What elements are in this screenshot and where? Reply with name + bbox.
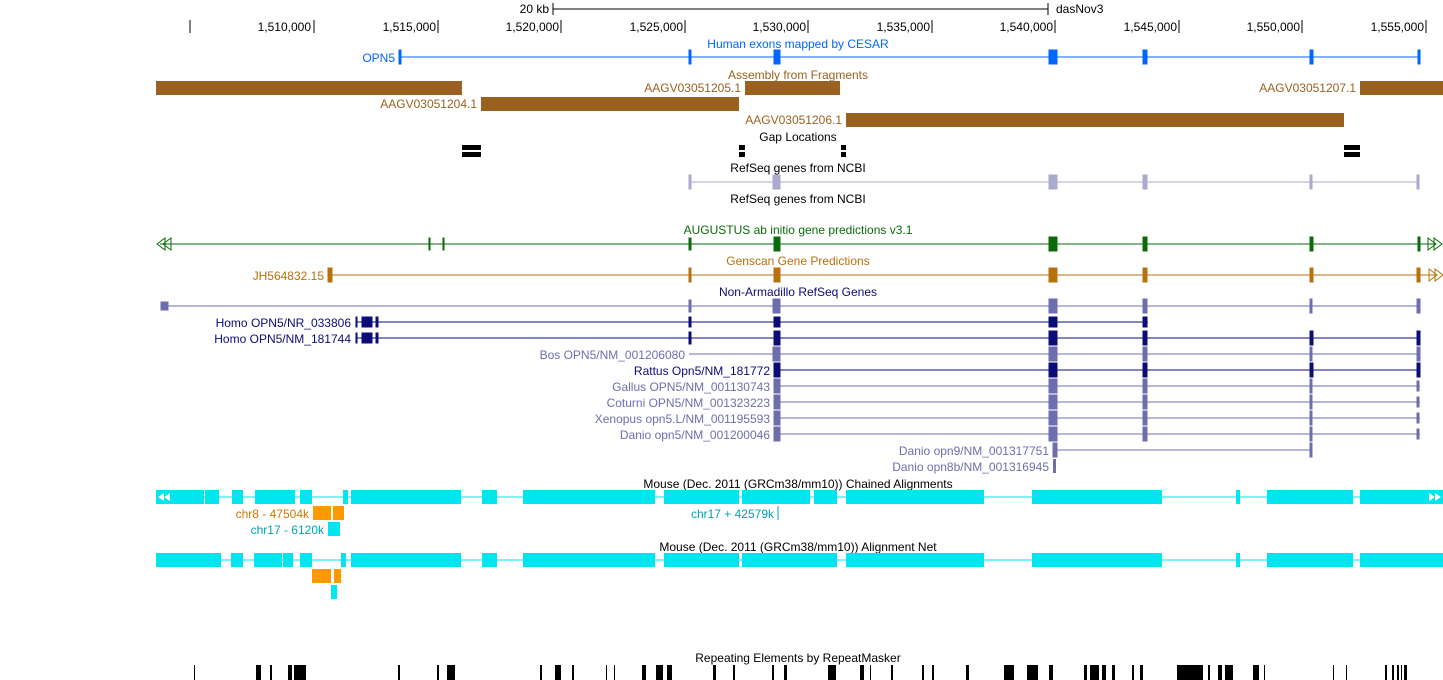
track-gaps[interactable]: Gap Locations	[462, 130, 1360, 157]
track-title: AUGUSTUS ab initio gene predictions v3.1	[684, 223, 913, 237]
fragment-block[interactable]	[481, 97, 739, 111]
track-genscan[interactable]: Genscan Gene Predictions JH564832.15	[253, 254, 1443, 283]
ruler-ticks: 1,510,000 1,515,000 1,520,000 1,525,000 …	[258, 20, 1425, 34]
xeno-gene-label[interactable]: Bos OPN5/NM_001206080	[540, 348, 686, 362]
track-augustus[interactable]: AUGUSTUS ab initio gene predictions v3.1	[156, 223, 1443, 252]
xeno-gene-label[interactable]: Danio opn8b/NM_001316945	[892, 460, 1049, 474]
fragment-label[interactable]: AAGV03051206.1	[745, 113, 842, 127]
gene-opn5-cesar[interactable]	[398, 49, 1421, 65]
fragment-label[interactable]: AAGV03051204.1	[380, 97, 477, 111]
xeno-gene-label[interactable]: Danio opn5/NM_001200046	[620, 428, 770, 442]
xeno-gene-label[interactable]: Homo OPN5/NR_033806	[216, 316, 352, 330]
chain-label[interactable]: chr17 + 42579k	[691, 507, 775, 521]
xeno-gene-label[interactable]: Rattus Opn5/NM_181772	[634, 364, 770, 378]
track-repeatmasker[interactable]: Repeating Elements by RepeatMasker	[194, 651, 1407, 680]
fragment-block[interactable]	[745, 81, 840, 95]
xeno-gene[interactable]	[1052, 442, 1313, 458]
scale-label: 20 kb	[520, 2, 550, 16]
track-cesar[interactable]: Human exons mapped by CESAR OPN5	[362, 37, 1421, 65]
tick-label: 1,535,000	[877, 20, 931, 34]
tick-label: 1,515,000	[383, 20, 437, 34]
xeno-gene[interactable]	[773, 394, 1420, 410]
base-position-ruler[interactable]: 20 kb dasNov3 1,510,000 1,515,000 1,520,…	[189, 2, 1427, 34]
fragment-block[interactable]	[156, 81, 462, 95]
fragment-label[interactable]: AAGV03051205.1	[644, 81, 741, 95]
tick-label: 1,545,000	[1124, 20, 1178, 34]
track-mouse-net[interactable]: Mouse (Dec. 2011 (GRCm38/mm10)) Alignmen…	[156, 540, 1443, 599]
fragment-block[interactable]	[846, 113, 1344, 127]
xeno-gene[interactable]	[773, 378, 1420, 394]
xeno-gene[interactable]	[1053, 459, 1056, 473]
xeno-gene[interactable]	[773, 426, 1420, 442]
track-xeno-refseq[interactable]: Non-Armadillo RefSeq Genes Homo OPN5/NR_…	[160, 285, 1421, 474]
tick-label: 1,530,000	[753, 20, 807, 34]
track-title: Mouse (Dec. 2011 (GRCm38/mm10)) Chained …	[643, 477, 952, 491]
track-refseq-ncbi[interactable]: RefSeq genes from NCBI RefSeq genes from…	[688, 161, 1420, 206]
xeno-gene-label[interactable]: Homo OPN5/NM_181744	[214, 332, 351, 346]
gene-label[interactable]: JH564832.15	[253, 269, 325, 283]
chain-label[interactable]: chr8 - 47504k	[236, 507, 310, 521]
track-mouse-chain[interactable]: Mouse (Dec. 2011 (GRCm38/mm10)) Chained …	[156, 477, 1443, 537]
fragment-label[interactable]: AAGV03051207.1	[1259, 81, 1356, 95]
chain-label[interactable]: chr17 - 6120k	[251, 523, 325, 537]
assembly-label: dasNov3	[1056, 2, 1104, 16]
tick-label: 1,550,000	[1247, 20, 1301, 34]
xeno-gene[interactable]	[773, 410, 1420, 426]
xeno-gene[interactable]	[773, 362, 1421, 378]
tick-label: 1,540,000	[1000, 20, 1054, 34]
xeno-gene[interactable]	[355, 330, 1421, 346]
xeno-gene-label[interactable]: Xenopus opn5.L/NM_001195593	[595, 412, 771, 426]
xeno-gene[interactable]	[689, 346, 1421, 362]
tick-label: 1,525,000	[630, 20, 684, 34]
fragment-block[interactable]	[1360, 81, 1443, 95]
track-title: RefSeq genes from NCBI	[730, 161, 865, 175]
track-title: RefSeq genes from NCBI	[730, 192, 865, 206]
track-title: Assembly from Fragments	[728, 68, 868, 82]
track-title: Repeating Elements by RepeatMasker	[695, 651, 900, 665]
xeno-gene[interactable]	[355, 316, 1148, 328]
track-title: Non-Armadillo RefSeq Genes	[719, 285, 877, 299]
tick-label: 1,510,000	[258, 20, 312, 34]
xeno-gene-label[interactable]: Danio opn9/NM_001317751	[899, 444, 1049, 458]
track-title: Mouse (Dec. 2011 (GRCm38/mm10)) Alignmen…	[659, 540, 937, 554]
tick-label: 1,555,000	[1371, 20, 1425, 34]
track-assembly-fragments[interactable]: Assembly from Fragments AAGV03051205.1 A…	[156, 68, 1443, 127]
xeno-gene-label[interactable]: Coturni OPN5/NM_001323223	[607, 396, 771, 410]
tick-label: 1,520,000	[506, 20, 560, 34]
gene-label[interactable]: OPN5	[362, 51, 395, 65]
xeno-gene-label[interactable]: Gallus OPN5/NM_001130743	[612, 380, 770, 394]
track-title: Genscan Gene Predictions	[726, 254, 869, 268]
track-title: Gap Locations	[759, 130, 836, 144]
track-title: Human exons mapped by CESAR	[707, 37, 889, 51]
